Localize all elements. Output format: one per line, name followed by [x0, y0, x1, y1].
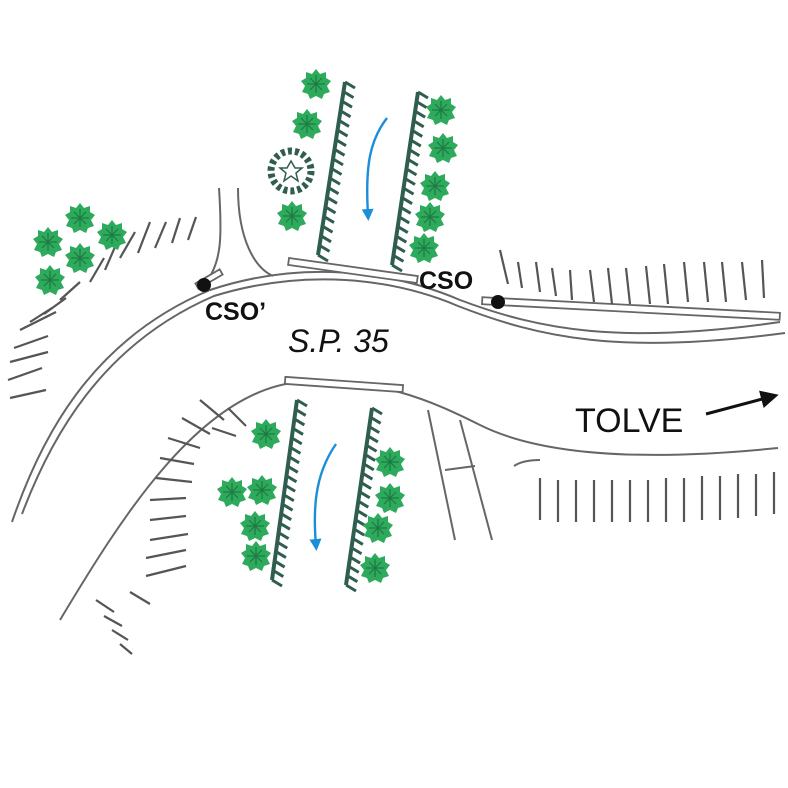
tree-icon	[414, 201, 446, 233]
culvert-rail-upper	[287, 256, 419, 285]
hatch-stroke	[720, 261, 728, 303]
cso-right-label: CSO	[419, 267, 473, 295]
hatch-stroke	[29, 307, 53, 323]
hatch-stroke	[111, 629, 129, 641]
hedge-rows	[270, 80, 429, 593]
tree-icon	[240, 540, 272, 572]
hedge-row	[270, 398, 308, 588]
hatch-stroke	[19, 311, 57, 331]
trees	[32, 68, 459, 584]
cso-left-label: CSO’	[205, 298, 266, 326]
destination-label: TOLVE	[575, 402, 683, 440]
tree-icon	[250, 418, 282, 450]
tree-icon	[276, 200, 308, 232]
hatch-stroke	[227, 407, 247, 427]
hatch-stroke	[170, 217, 182, 244]
tree-icon	[419, 170, 451, 202]
hatch-stroke	[119, 231, 136, 259]
tree-icon	[359, 552, 391, 584]
flow-arrow-icon	[361, 117, 388, 221]
hatch-stroke	[153, 221, 168, 249]
tree-icon	[425, 94, 457, 126]
hedge-row	[344, 406, 383, 593]
hatch-stroke	[9, 388, 47, 400]
tree-icon	[374, 446, 406, 478]
tree-icon	[32, 226, 64, 258]
tree-icon	[34, 264, 66, 296]
hatch-stroke	[534, 261, 542, 293]
tree-icon	[96, 219, 128, 251]
hatch-stroke	[550, 267, 558, 297]
hedge-row	[390, 90, 429, 273]
hatch-stroke	[59, 281, 81, 301]
hatch-stroke	[682, 261, 690, 303]
point-marker-icon	[491, 295, 505, 309]
hatch-stroke	[136, 221, 152, 254]
tree-icon	[362, 512, 394, 544]
hatch-stroke	[588, 269, 596, 303]
tree-icon	[300, 68, 332, 100]
culvert-rail-lower	[283, 375, 405, 394]
hatch-stroke	[103, 615, 123, 627]
direction-arrow-icon	[705, 390, 779, 416]
hatch-stroke	[181, 417, 211, 435]
hatch-stroke	[129, 591, 151, 605]
hatch-stroke	[149, 532, 189, 542]
hatch-stroke	[149, 496, 187, 502]
hatch-stroke	[211, 426, 237, 438]
hatch-stroke	[89, 257, 105, 283]
hatch-stroke	[159, 456, 195, 466]
tree-icon	[64, 202, 96, 234]
road-name-label: S.P. 35	[288, 323, 389, 359]
hatch-stroke	[644, 265, 652, 305]
hatch-stroke	[516, 261, 524, 289]
hatch-stroke	[624, 267, 632, 305]
hatch-stroke	[13, 334, 49, 350]
tree-icon	[427, 132, 459, 164]
hatch-stroke	[662, 263, 670, 305]
hatch-stroke	[119, 643, 133, 655]
hatch-stroke	[145, 564, 187, 578]
hatch-stroke	[149, 514, 187, 522]
hatch-stroke	[740, 261, 748, 301]
hatch-stroke	[702, 261, 710, 303]
tree-icon	[216, 476, 248, 508]
hatch-stroke	[145, 548, 187, 560]
hatch-stroke	[155, 476, 193, 484]
hatch-stroke	[199, 399, 225, 421]
hatch-stroke	[186, 216, 198, 241]
hatch-stroke	[498, 249, 510, 285]
point-marker-icon	[197, 278, 211, 292]
tree-icon	[246, 474, 278, 506]
hatch-stroke	[95, 599, 115, 613]
embankment-hatching	[7, 216, 776, 655]
flow-arrow-icon	[309, 443, 337, 551]
hatch-stroke	[760, 259, 766, 299]
hatch-stroke	[7, 366, 43, 382]
tree-icon	[64, 242, 96, 274]
hedge-row	[316, 80, 356, 263]
shrub-icon	[267, 147, 315, 195]
tree-icon	[374, 482, 406, 514]
tree-icon	[408, 232, 440, 264]
hatch-stroke	[568, 269, 574, 301]
hatch-stroke	[9, 350, 49, 364]
hatch-stroke	[167, 436, 201, 450]
tree-icon	[291, 108, 323, 140]
hatch-stroke	[606, 267, 614, 305]
tree-icon	[239, 510, 271, 542]
guard-rail-right	[481, 296, 781, 321]
